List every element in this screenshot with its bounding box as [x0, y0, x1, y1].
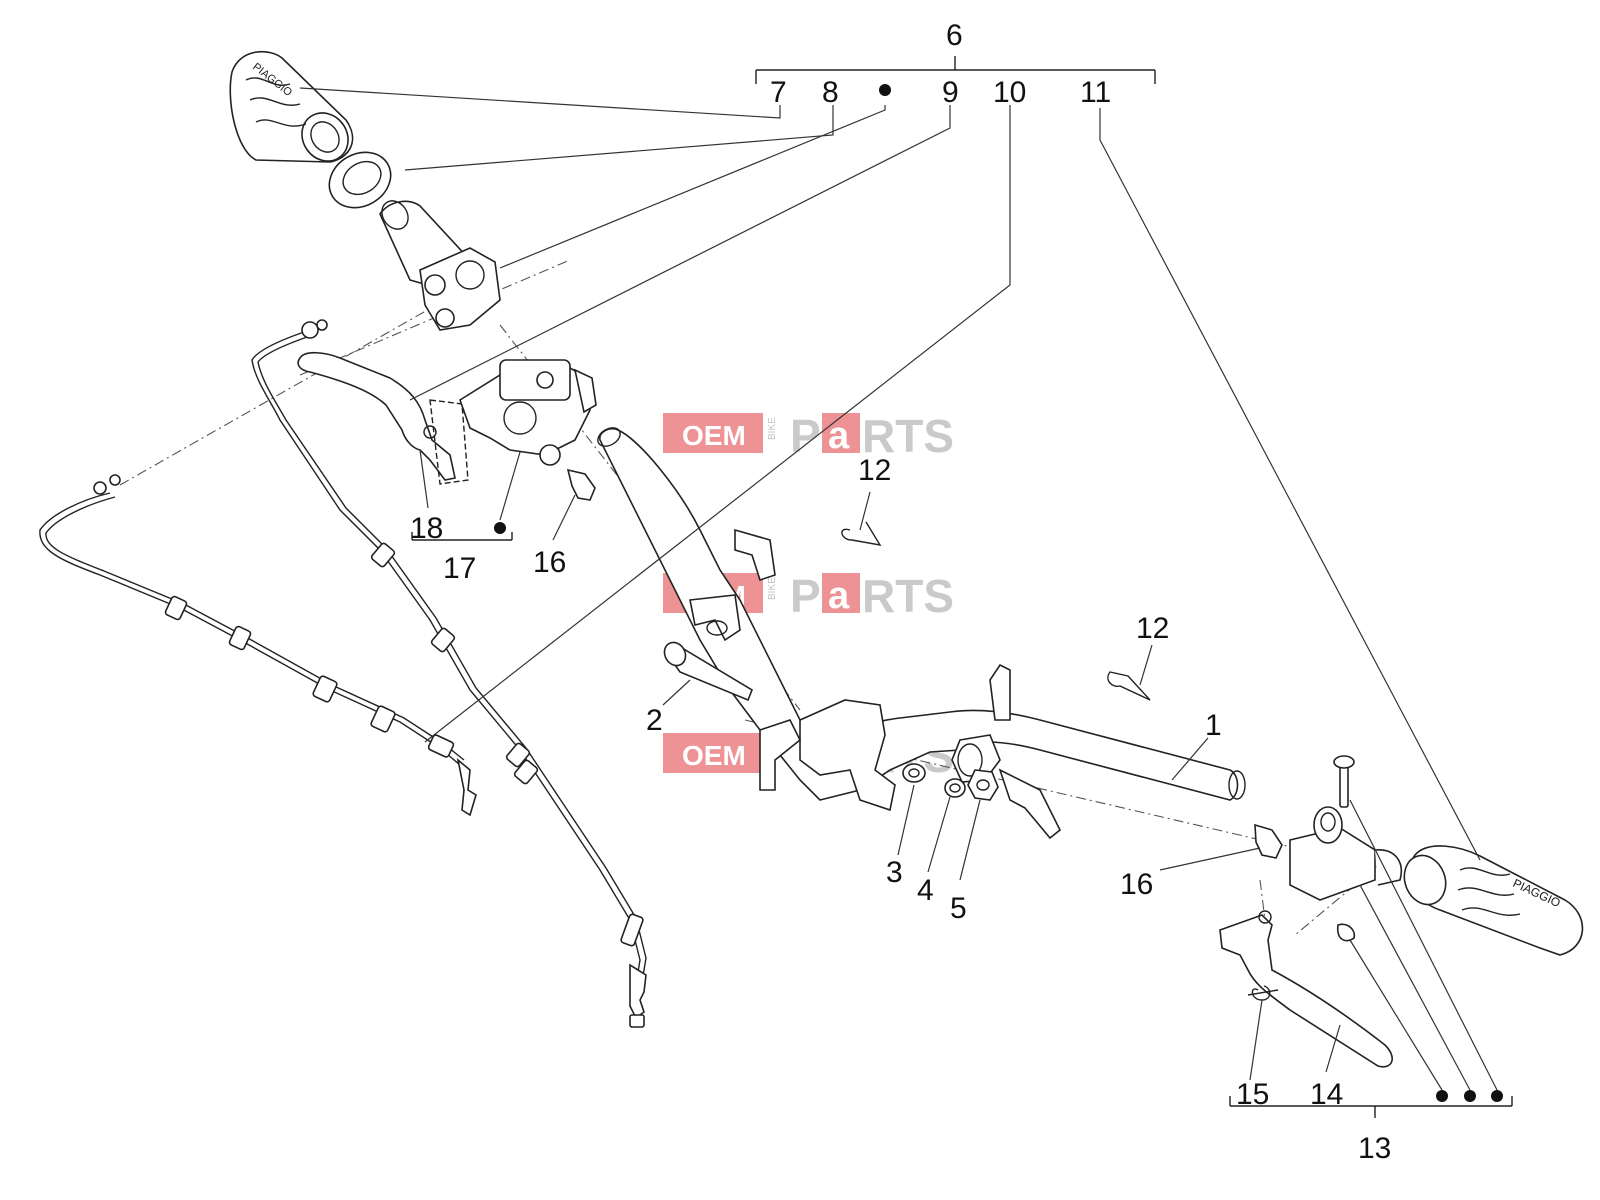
leader-lines	[299, 56, 1513, 1118]
right-grip: PIAGGIO	[1403, 845, 1584, 956]
callout-17: 17	[443, 552, 476, 585]
callout-11: 11	[1080, 76, 1111, 109]
callout-15: 15	[1236, 1078, 1269, 1111]
pivot-pin	[1333, 755, 1355, 808]
watermark-a: a	[828, 415, 850, 457]
watermark-bike: BIKE	[767, 417, 778, 440]
callout-3: 3	[886, 856, 903, 889]
callout-13: 13	[1358, 1132, 1391, 1165]
dot-marker	[1436, 1090, 1448, 1102]
callout-12: 12	[1136, 612, 1169, 645]
callout-16: 16	[1120, 868, 1153, 901]
callout-9: 9	[942, 76, 959, 109]
callout-10: 10	[993, 76, 1026, 109]
clip-12-lower	[1107, 671, 1151, 701]
watermark-p: P	[790, 570, 821, 622]
nut-5	[967, 769, 999, 801]
handlebar	[597, 427, 1246, 840]
callout-16: 16	[533, 546, 566, 579]
callout-4: 4	[917, 874, 934, 907]
dot-marker	[1464, 1090, 1476, 1102]
watermark-a: a	[828, 575, 850, 617]
watermark-rts: RTS	[862, 410, 954, 462]
callout-18: 18	[410, 512, 443, 545]
watermark-oem: OEM	[682, 420, 746, 451]
bolt	[663, 641, 753, 702]
washer-3	[902, 763, 926, 783]
callout-12: 12	[858, 454, 891, 487]
throttle-cable-left	[39, 474, 477, 817]
watermark-top: OEM BIKE P a RTS	[663, 410, 954, 462]
dot-marker	[879, 84, 891, 96]
lever-bracket	[1289, 806, 1402, 901]
brake-light-switch-right	[1254, 823, 1283, 859]
brake-light-switch-left	[566, 468, 596, 501]
throttle-housing	[419, 247, 501, 331]
dot-marker	[1491, 1090, 1503, 1102]
callout-labels: 6 7 8 9 10 11 12 12 1 2 3 4 5 16 16 18 1…	[410, 19, 1391, 1165]
dot-marker	[494, 522, 506, 534]
right-brake-lever	[1219, 910, 1393, 1068]
callout-14: 14	[1310, 1078, 1343, 1111]
watermark-bike: BIKE	[767, 577, 778, 600]
dot-markers	[494, 84, 1503, 1102]
brake-cable-center	[251, 319, 647, 1028]
callout-2: 2	[646, 704, 663, 737]
watermark-oem: OEM	[682, 740, 746, 771]
left-grip: PIAGGIO	[229, 51, 354, 163]
grip-ring	[328, 151, 392, 209]
left-brake-lever	[297, 351, 469, 485]
callout-6: 6	[946, 19, 963, 52]
callout-5: 5	[950, 892, 967, 925]
callout-7: 7	[770, 76, 787, 109]
master-cylinder	[459, 359, 597, 466]
watermark-rts: RTS	[862, 570, 954, 622]
washer-4	[944, 778, 966, 798]
callout-8: 8	[822, 76, 839, 109]
clip-12-upper	[841, 521, 882, 546]
callout-1: 1	[1205, 709, 1222, 742]
